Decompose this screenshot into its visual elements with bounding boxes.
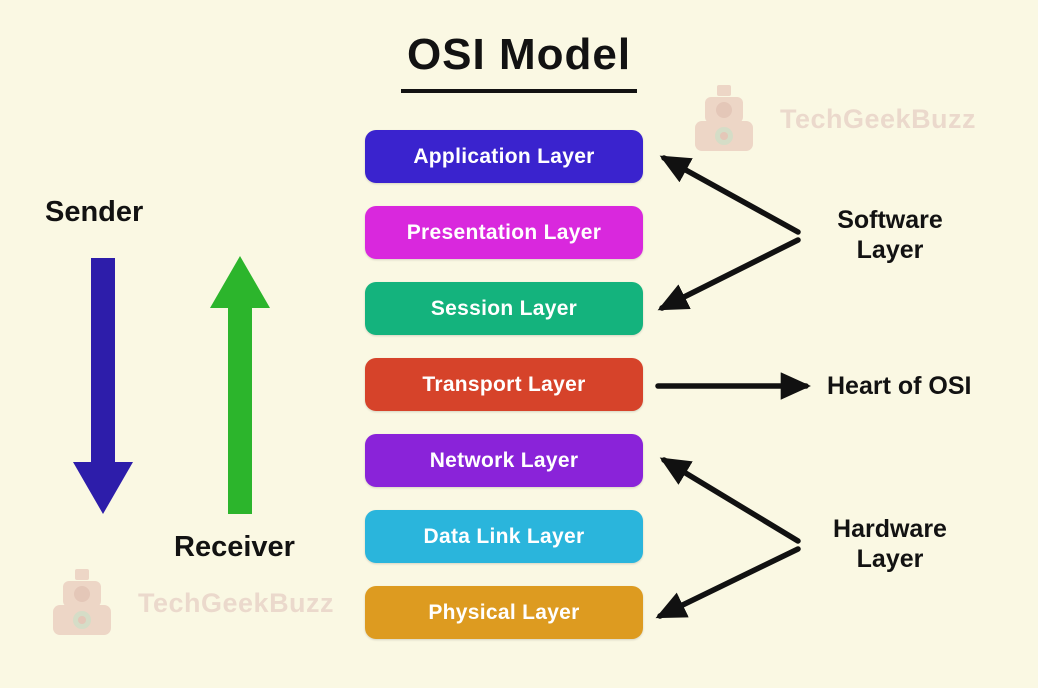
sender-down-arrow [73, 258, 133, 514]
layer-box-network: Network Layer [365, 434, 643, 487]
layer-box-application: Application Layer [365, 130, 643, 183]
page-title: OSI Model [400, 30, 638, 93]
software-arrow-to-application [659, 155, 801, 235]
layer-label: Session Layer [430, 296, 578, 320]
watermark-text: TechGeekBuzz [138, 587, 335, 618]
watermark-bottom-left: TechGeekBuzz [46, 568, 334, 638]
software-layer-label: Software Layer [837, 206, 943, 264]
layer-label: Presentation Layer [406, 220, 602, 244]
hardware-arrow-to-network [659, 457, 801, 544]
layer-label: Application Layer [413, 144, 595, 168]
layer-label: Network Layer [429, 448, 579, 472]
techgeekbuzz-logo-icon [695, 85, 753, 151]
receiver-label: Receiver [174, 531, 295, 563]
hardware-arrow-to-physical [655, 546, 801, 619]
layer-box-session: Session Layer [365, 282, 643, 335]
title-container: OSI Model [0, 30, 1038, 93]
layer-label: Transport Layer [422, 372, 586, 396]
layer-box-datalink: Data Link Layer [365, 510, 643, 563]
layer-stack: Application Layer Presentation Layer Ses… [365, 130, 643, 639]
software-arrow-to-session [657, 237, 801, 311]
sender-label: Sender [45, 196, 144, 228]
watermark-text: TechGeekBuzz [780, 103, 977, 134]
watermark-top-right: TechGeekBuzz [688, 84, 976, 154]
layer-label: Physical Layer [428, 600, 580, 624]
hardware-layer-label: Hardware Layer [833, 515, 947, 573]
techgeekbuzz-logo-icon [53, 569, 111, 635]
layer-label: Data Link Layer [423, 524, 585, 548]
layer-box-presentation: Presentation Layer [365, 206, 643, 259]
layer-box-transport: Transport Layer [365, 358, 643, 411]
receiver-up-arrow [210, 256, 270, 514]
heart-of-osi-label: Heart of OSI [827, 372, 972, 400]
layer-box-physical: Physical Layer [365, 586, 643, 639]
